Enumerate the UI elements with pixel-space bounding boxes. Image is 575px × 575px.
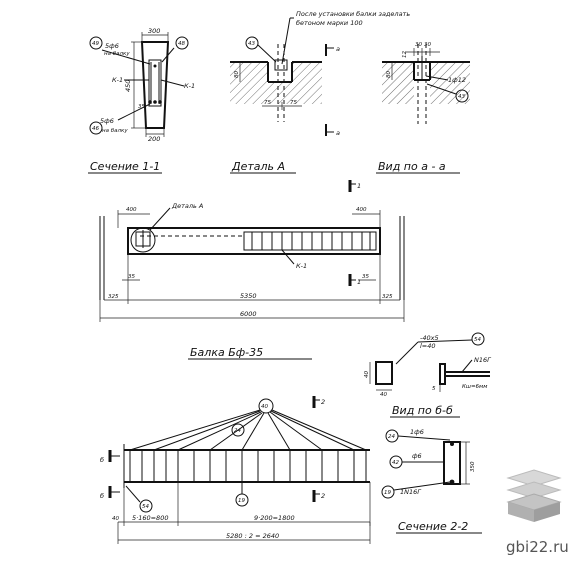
section-2-2-dim-height: 350 (470, 461, 476, 472)
watermark-text: gbi22.ru (506, 538, 569, 556)
section-1-1-cage (148, 59, 162, 107)
section-2-2-ref-mid: 42 (392, 460, 399, 466)
view-b-b-dim-width: 40 (380, 392, 387, 398)
view-b-b-plate: -40х5 (420, 334, 439, 342)
view-b-b-dim-height: 40 (364, 371, 370, 378)
beam-dim-right-35: 35 (362, 274, 369, 280)
beam-detail-label: Деталь А (171, 202, 203, 210)
detail-a: 43 После установки балки заделать бетоно… (230, 10, 410, 174)
frame-stirrups (129, 450, 367, 482)
beam-dim-left-35: 35 (128, 274, 135, 280)
section-2-2-title: Сечение 2-2 (398, 520, 468, 533)
beam-section-mark-top: 1 (357, 182, 361, 190)
frame-dim-left-spacing: 5·160=800 (132, 514, 168, 522)
view-b-b-plate-len: l=40 (420, 342, 436, 350)
section-2-2-outline (443, 441, 461, 485)
frame-dim-right-spacing: 9·200=1800 (254, 514, 295, 522)
frame-section-mark-b-top: б (100, 456, 104, 464)
detail-a-note-line2: бетоном марки 100 (296, 19, 363, 27)
beam-elevation: 1 1 Детал (99, 180, 405, 360)
detail-a-title: Деталь А (231, 160, 285, 173)
beam-dim-left-325: 325 (108, 294, 119, 300)
view-b-b-bar: N16Г (474, 356, 492, 364)
section-1-1-title: Сечение 1-1 (90, 160, 160, 173)
view-b-b: 40 40 -40х5 l=40 54 N16Г Кш=6мм 5 Вид по… (364, 332, 492, 418)
frame-section-mark-2-bottom: 2 (321, 492, 325, 500)
section-1-1-dim-top: 300 (148, 27, 160, 35)
frame-ref-top: 40 (261, 404, 268, 410)
beam-dim-top-left: 400 (126, 207, 137, 213)
view-b-b-dim-small: 5 (432, 386, 436, 392)
frame-section-mark-2-top: 2 (321, 398, 325, 406)
frame-leader-fan (129, 409, 367, 451)
beam-frame-label: К-1 (296, 262, 307, 270)
section-1-1-frame-right: К-1 (184, 82, 195, 90)
section-1-1-bar-bottom-note: на балку (102, 128, 128, 134)
beam-title: Балка Бф-35 (190, 346, 263, 359)
section-2-2-ref-bottom: 19 (384, 490, 391, 496)
beam-section-mark-bottom: 1 (357, 278, 361, 286)
view-a-a-dim1: 12 (402, 51, 408, 58)
view-b-b-weld: Кш=6мм (462, 384, 487, 390)
watermark-logo-icon (506, 469, 562, 522)
watermark: gbi22.ru (506, 469, 569, 556)
frame-ref-end: 54 (142, 504, 149, 510)
frame-ref-mid: 24 (234, 428, 241, 434)
section-1-1-bar-bottom: 5ф6 (100, 117, 114, 125)
section-1-1-ref-46: 46 (92, 126, 99, 132)
section-1-1-ref-48: 48 (178, 41, 185, 47)
beam-frame-stirrups (251, 232, 371, 250)
view-a-a: 12 30 30 80 1ф12 43 Вид по а - а (376, 42, 470, 174)
detail-a-mark-bottom: а (336, 129, 340, 137)
section-2-2-bar-mid: ф6 (412, 452, 422, 460)
view-a-a-bar: 1ф12 (448, 76, 466, 84)
beam-body (127, 227, 381, 255)
detail-a-note-line1: После установки балки заделать (296, 10, 410, 18)
section-1-1: 300 200 450 35 49 48 46 5ф6 на балку 5ф6… (88, 27, 195, 174)
section-1-1-frame-left: К-1 (112, 76, 123, 84)
frame-dim-half: 5280 : 2 = 2640 (226, 532, 279, 540)
view-a-a-title: Вид по а - а (378, 160, 446, 173)
view-a-a-dim3: 30 (424, 42, 431, 48)
section-1-1-dim-height: 450 (124, 80, 132, 92)
beam-dim-top-right: 400 (356, 207, 367, 213)
frame-elevation: 2 2 б б (100, 396, 371, 544)
section-2-2-ref-top: 24 (388, 434, 395, 440)
frame-dim-start: 40 (112, 516, 119, 522)
section-1-1-ref-49: 49 (92, 41, 99, 47)
section-1-1-bar-top: 5ф6 (105, 42, 119, 50)
section-2-2-bar-bottom: 1N16Г (400, 488, 422, 496)
view-a-a-ref: 43 (458, 94, 465, 100)
detail-a-dim-right: 75 (290, 100, 297, 106)
view-a-a-dim2: 30 (415, 42, 422, 48)
view-b-b-title: Вид по б-б (392, 404, 453, 417)
beam-dim-inner: 5350 (240, 292, 257, 300)
detail-a-mark-top: а (336, 45, 340, 53)
view-b-b-ref: 54 (474, 337, 481, 343)
detail-a-ref: 43 (248, 41, 255, 47)
view-a-a-dim-vertical: 80 (386, 71, 392, 78)
beam-dim-total: 6000 (240, 310, 257, 318)
frame-section-mark-b-bottom: б (100, 492, 104, 500)
section-2-2: 350 24 1ф6 42 ф6 19 1N16Г Сечение 2-2 (381, 428, 482, 534)
section-1-1-dim-small: 35 (138, 104, 145, 110)
frame-ref-bottom: 19 (238, 498, 245, 504)
section-1-1-dim-bottom: 200 (148, 135, 160, 143)
section-1-1-outline (140, 41, 170, 129)
detail-a-dim-left: 75 (264, 100, 271, 106)
detail-a-dim-vertical: 80 (234, 71, 240, 78)
beam-dim-right-325: 325 (382, 294, 393, 300)
view-b-b-plate-front (375, 361, 393, 385)
section-2-2-bar-top: 1ф6 (410, 428, 424, 436)
